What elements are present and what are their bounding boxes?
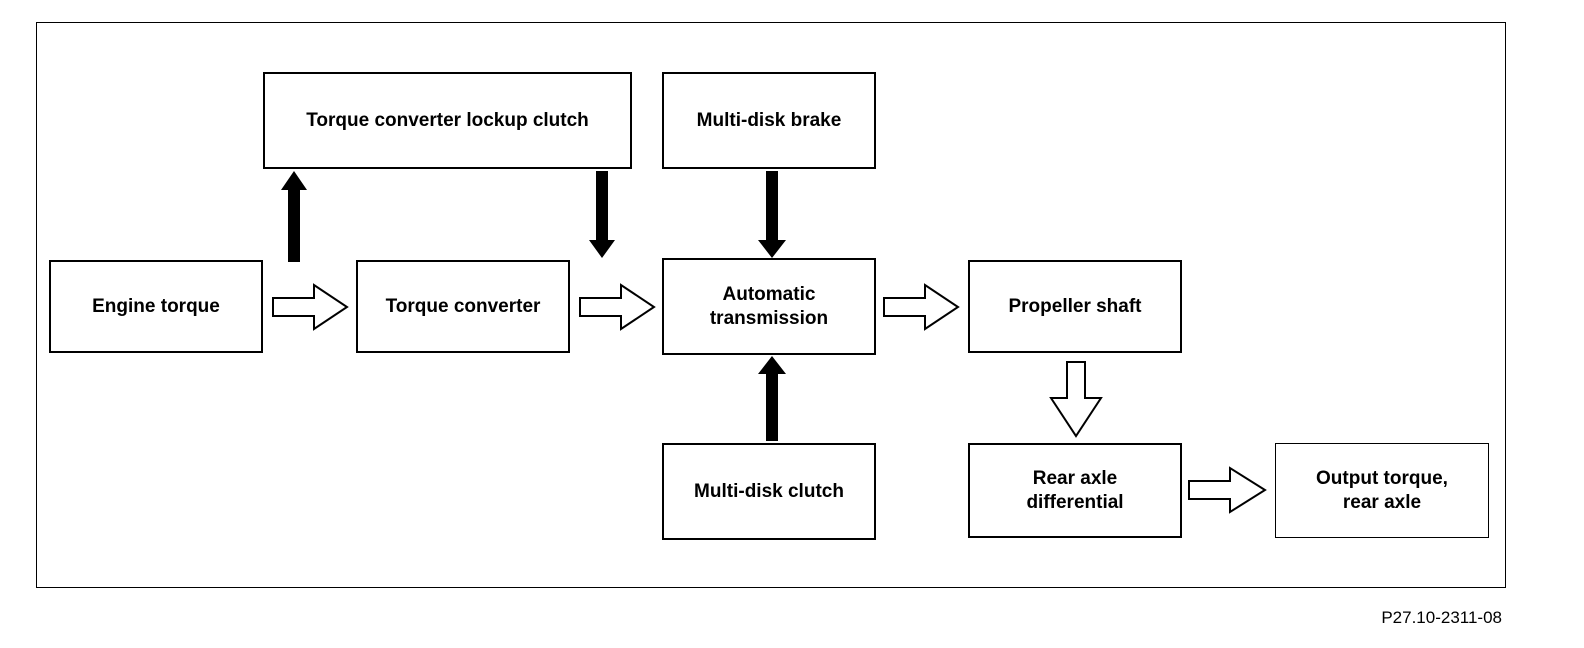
box-multi-disk-brake: Multi-disk brake xyxy=(662,72,876,169)
solid-arrow-up-clutch-to-transmission xyxy=(758,356,786,441)
flow-arrow-differential-to-output xyxy=(1188,466,1267,514)
box-torque-converter-lockup-clutch: Torque converter lockup clutch xyxy=(263,72,632,169)
flow-arrow-propeller-to-differential xyxy=(1049,361,1103,438)
figure-reference-id: P27.10-2311-08 xyxy=(1381,608,1502,627)
flow-arrow-engine-to-converter xyxy=(272,283,349,331)
box-multi-disk-clutch: Multi-disk clutch xyxy=(662,443,876,540)
solid-arrow-down-lockup-to-transmission xyxy=(589,171,615,258)
box-automatic-transmission: Automatic transmission xyxy=(662,258,876,355)
box-propeller-shaft: Propeller shaft xyxy=(968,260,1182,353)
box-output-torque-rear-axle: Output torque, rear axle xyxy=(1275,443,1489,538)
box-rear-axle-differential: Rear axle differential xyxy=(968,443,1182,538)
solid-arrow-up-to-lockup-clutch xyxy=(281,171,307,262)
solid-arrow-down-brake-to-transmission xyxy=(758,171,786,258)
flow-arrow-transmission-to-propeller xyxy=(883,283,960,331)
flow-arrow-converter-to-transmission xyxy=(579,283,656,331)
box-engine-torque: Engine torque xyxy=(49,260,263,353)
box-torque-converter: Torque converter xyxy=(356,260,570,353)
diagram-frame xyxy=(36,22,1506,588)
